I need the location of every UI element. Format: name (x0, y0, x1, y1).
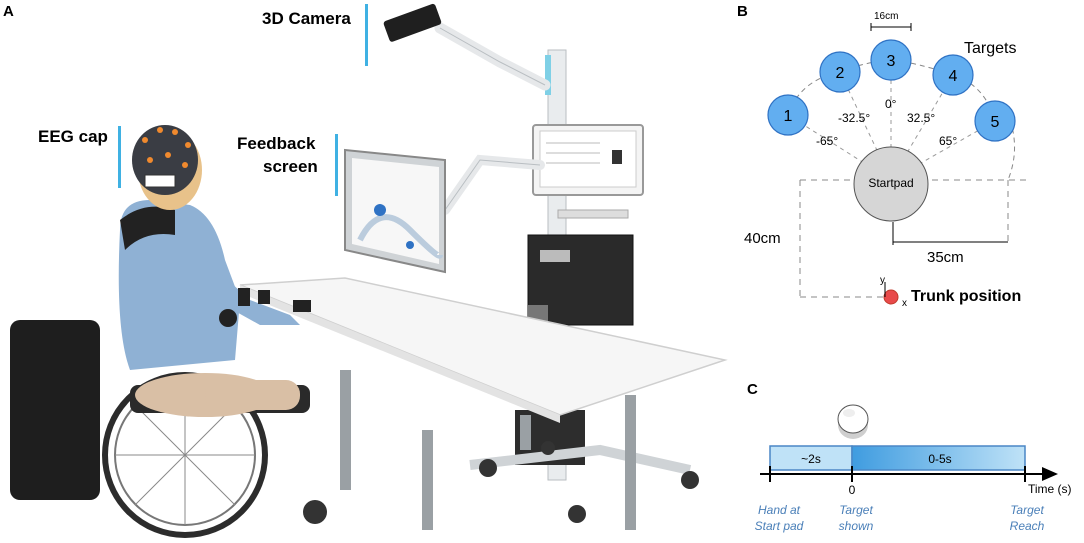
trial-timeline: ~2s 0-5s 0 Time (s) Hand at Start pad Ta… (755, 404, 1072, 533)
control-monitor (532, 124, 644, 196)
horizontal-distance-label: 35cm (927, 249, 964, 266)
target-5 (974, 100, 1016, 142)
target-3-number: 3 (887, 53, 896, 70)
event-start-line1: Hand at (758, 503, 801, 517)
angle-label-minus-32-5: -32.5° (838, 111, 870, 125)
trunk-position-label: Trunk position (911, 288, 1021, 305)
event-reach-line1: Target (1010, 503, 1044, 517)
table (239, 277, 728, 530)
target-1-number: 1 (784, 108, 793, 125)
event-start-line2: Start pad (755, 519, 804, 533)
event-shown-line2: shown (839, 519, 874, 533)
target-2-number: 2 (836, 65, 845, 82)
angle-label-32-5: 32.5° (907, 111, 935, 125)
vertical-distance-label: 40cm (744, 230, 781, 247)
trunk-axis-x-label: x (902, 298, 907, 309)
phase-box-reach (851, 445, 1026, 471)
startpad-label: Startpad (868, 176, 913, 190)
phase-pre-label: ~2s (801, 452, 821, 466)
target-2 (819, 51, 861, 93)
targets-label: Targets (964, 40, 1016, 57)
camera-label: 3D Camera (262, 9, 351, 28)
camera-arm (383, 3, 551, 91)
setup-photo-illustration (10, 3, 728, 538)
right-arc (1007, 119, 1015, 181)
event-shown-line1: Target (839, 503, 873, 517)
monitor-cart (469, 49, 699, 523)
feedback-screen (344, 148, 446, 274)
target-4-number: 4 (949, 68, 958, 85)
scale-label: 16cm (874, 11, 898, 22)
target-3 (870, 39, 912, 81)
panel-letter-a: A (3, 3, 14, 20)
feedback-screen-label-line2: screen (263, 157, 318, 176)
angle-label-0: 0° (885, 97, 897, 111)
feedback-screen-label-bar (335, 134, 338, 196)
target-cue-icon (837, 404, 869, 439)
feedback-screen-arm (440, 154, 545, 215)
angle-label-minus-65: -65° (816, 134, 838, 148)
feedback-screen-label-line1: Feedback (237, 134, 316, 153)
panel-letter-c: C (747, 381, 758, 398)
event-reach-line2: Reach (1010, 519, 1045, 533)
person-silhouette (118, 125, 311, 417)
zero-tick-label: 0 (849, 483, 856, 497)
target-5-number: 5 (991, 114, 1000, 131)
angle-label-65: 65° (939, 134, 957, 148)
phase-reach-label: 0-5s (928, 452, 951, 466)
trunk-position-marker (883, 289, 899, 305)
trunk-axis-y-label: y (880, 275, 885, 286)
time-axis-label: Time (s) (1028, 482, 1072, 496)
startpad (853, 146, 929, 222)
target-1 (767, 94, 809, 136)
panel-letter-b: B (737, 3, 748, 20)
eeg-cap-label: EEG cap (38, 127, 108, 146)
camera-label-bar (365, 4, 368, 66)
target-4 (932, 54, 974, 96)
eeg-cap-label-bar (118, 126, 121, 188)
time-axis-arrowhead (1042, 467, 1058, 481)
